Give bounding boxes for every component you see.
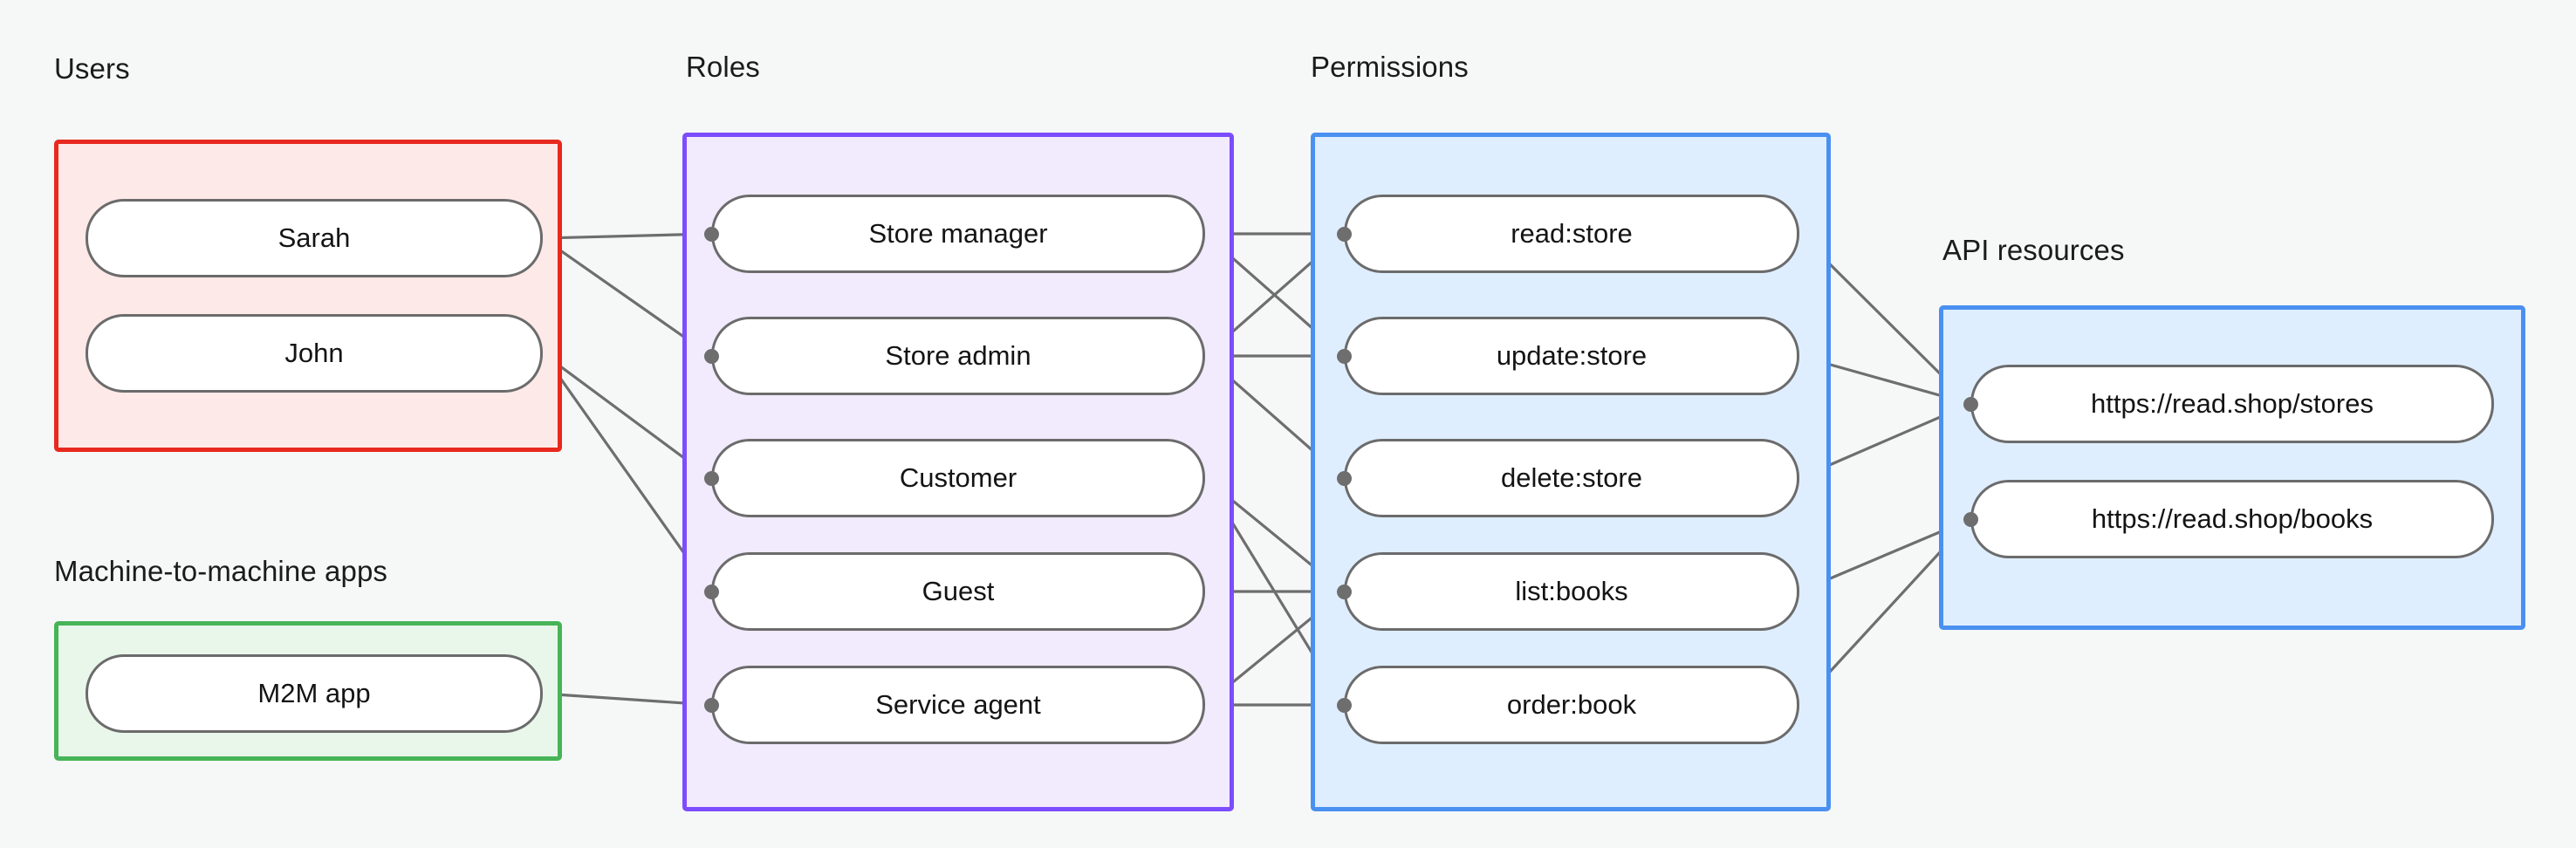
node-stores[interactable]: https://read.shop/stores — [1970, 365, 2494, 443]
connector-dot-update_store — [1336, 348, 1352, 364]
node-update_store[interactable]: update:store — [1344, 317, 1799, 395]
node-store_admin[interactable]: Store admin — [711, 317, 1205, 395]
group-title-permissions: Permissions — [1311, 51, 1469, 83]
connector-dot-list_books — [1336, 584, 1352, 599]
connector-dot-books — [1963, 511, 1978, 527]
node-store_manager[interactable]: Store manager — [711, 195, 1205, 273]
node-order_book[interactable]: order:book — [1344, 666, 1799, 744]
connector-dot-guest — [703, 584, 719, 599]
group-title-api: API resources — [1942, 234, 2125, 266]
connector-dot-customer — [703, 470, 719, 486]
node-sarah[interactable]: Sarah — [86, 199, 543, 277]
group-box-api — [1939, 305, 2525, 630]
node-delete_store[interactable]: delete:store — [1344, 439, 1799, 517]
connector-dot-service_agent — [703, 697, 719, 713]
group-title-roles: Roles — [686, 51, 760, 83]
node-service_agent[interactable]: Service agent — [711, 666, 1205, 744]
group-title-m2m: Machine-to-machine apps — [54, 555, 387, 587]
node-guest[interactable]: Guest — [711, 552, 1205, 631]
connector-dot-store_manager — [703, 226, 719, 242]
node-customer[interactable]: Customer — [711, 439, 1205, 517]
group-box-users — [54, 140, 562, 452]
connector-dot-read_store — [1336, 226, 1352, 242]
node-books[interactable]: https://read.shop/books — [1970, 480, 2494, 558]
group-title-users: Users — [54, 52, 130, 85]
connector-dot-order_book — [1336, 697, 1352, 713]
node-read_store[interactable]: read:store — [1344, 195, 1799, 273]
connector-dot-stores — [1963, 396, 1978, 412]
connector-dot-delete_store — [1336, 470, 1352, 486]
node-m2mapp[interactable]: M2M app — [86, 654, 543, 733]
node-john[interactable]: John — [86, 314, 543, 393]
connector-dot-store_admin — [703, 348, 719, 364]
node-list_books[interactable]: list:books — [1344, 552, 1799, 631]
